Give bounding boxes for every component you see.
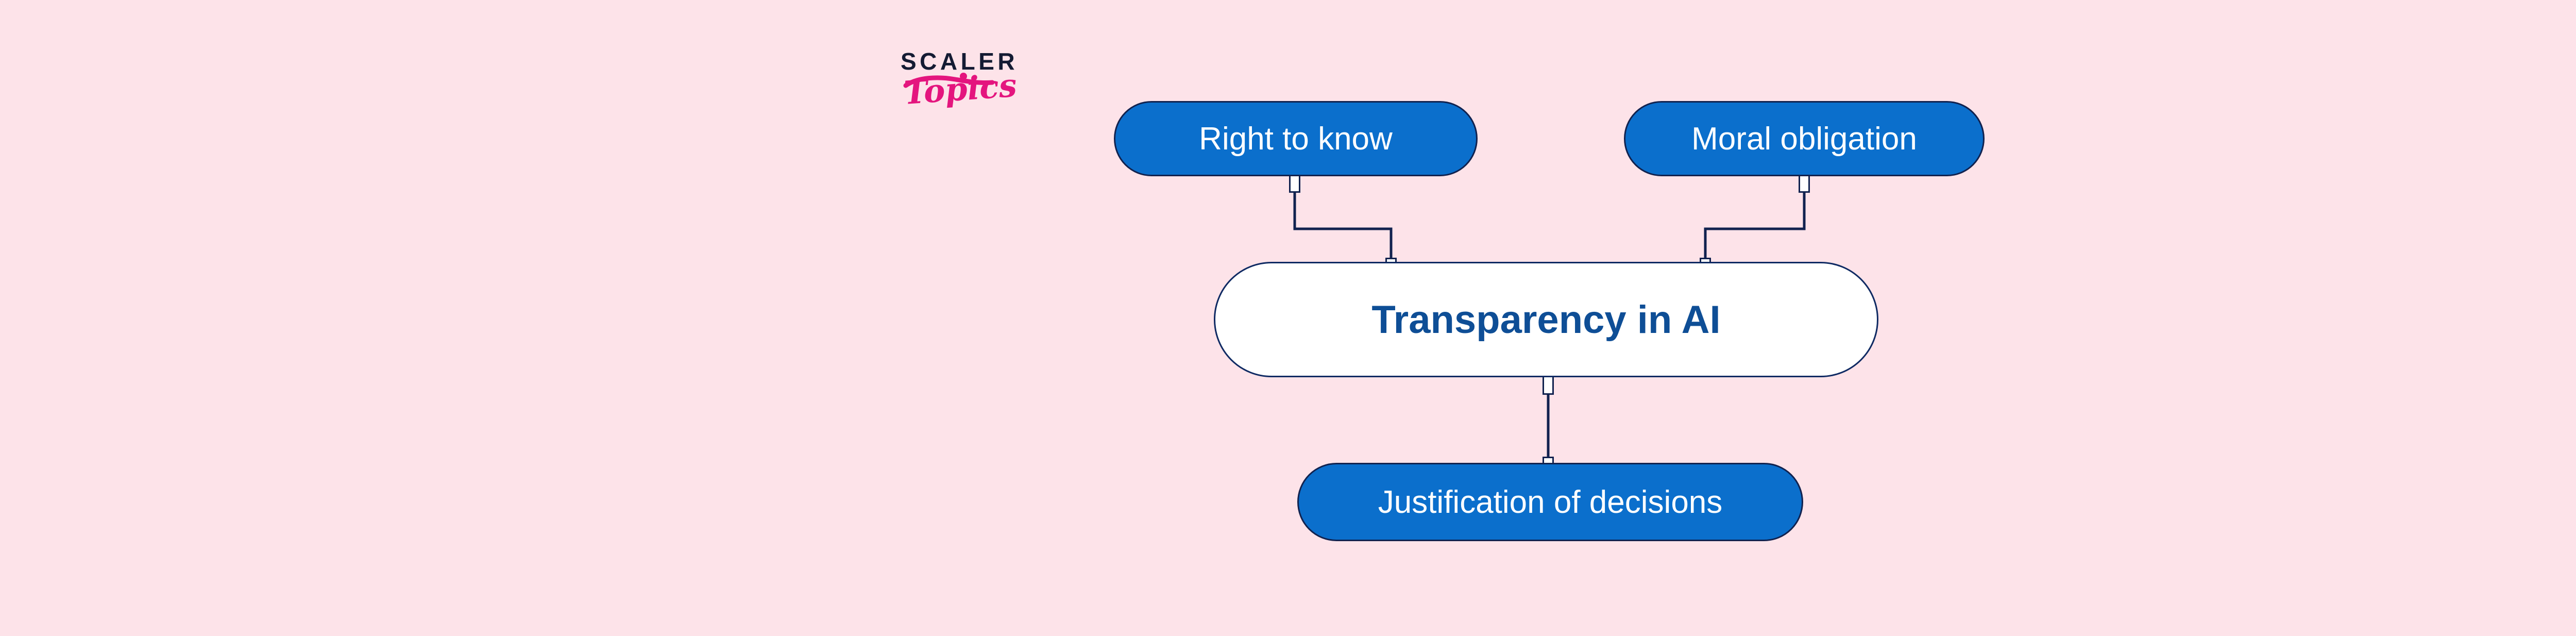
node-label-justification-of-decisions: Justification of decisions <box>1378 484 1723 520</box>
connector-moral-obligation <box>1704 177 1806 268</box>
node-label-right-to-know: Right to know <box>1199 121 1393 157</box>
node-label-transparency-in-ai: Transparency in AI <box>1371 297 1721 342</box>
logo-script-flourish-icon <box>903 73 995 88</box>
node-moral-obligation[interactable]: Moral obligation <box>1624 101 1985 176</box>
scaler-topics-logo: SCALER Topics <box>897 45 1052 130</box>
connector-right-to-know <box>1293 177 1393 268</box>
logo-wordmark-scaler: SCALER <box>901 48 1019 75</box>
logo-wordmark-topics-wrap: Topics <box>902 66 1030 125</box>
node-transparency-in-ai[interactable]: Transparency in AI <box>1214 262 1878 377</box>
node-right-to-know[interactable]: Right to know <box>1114 101 1478 176</box>
node-justification-of-decisions[interactable]: Justification of decisions <box>1297 463 1803 541</box>
node-label-moral-obligation: Moral obligation <box>1691 121 1917 157</box>
